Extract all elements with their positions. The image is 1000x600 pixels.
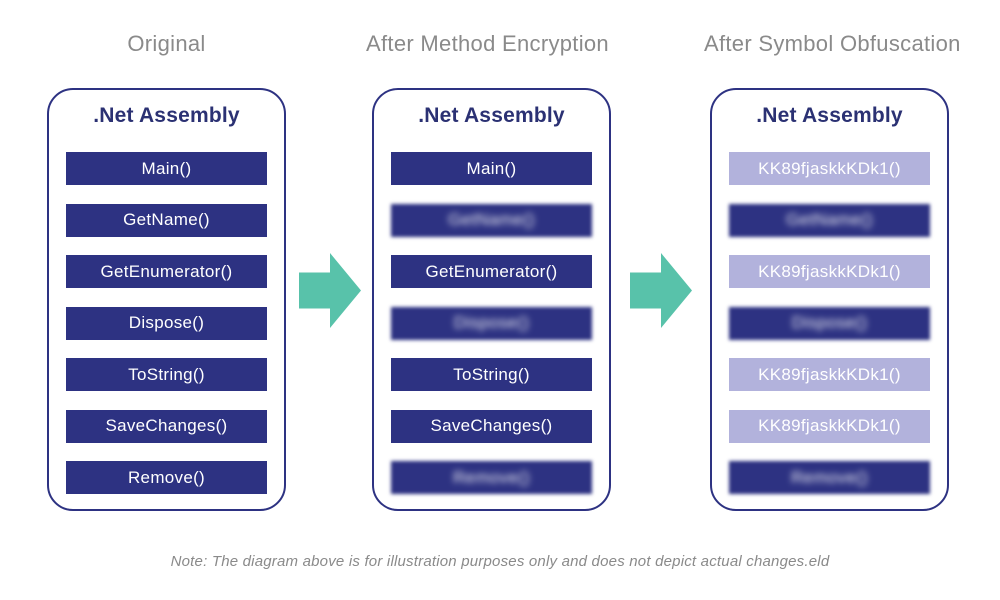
method-button: Remove(): [729, 461, 930, 494]
column-method-encryption: After Method Encryption .Net Assembly Ma…: [366, 30, 611, 511]
assembly-card-original: .Net Assembly Main() GetName() GetEnumer…: [47, 88, 286, 511]
method-label: KK89fjaskkKDk1(): [758, 158, 901, 178]
method-label: GetName(): [123, 210, 210, 229]
disclaimer-note: Note: The diagram above is for illustrat…: [170, 553, 830, 570]
method-label: ToString(): [128, 364, 205, 384]
method-button: Dispose(): [729, 306, 930, 340]
method-label: Dispose(): [453, 313, 530, 332]
method-label: SaveChanges(): [105, 416, 228, 435]
method-button: Main(): [66, 152, 267, 185]
method-button: GetName(): [391, 203, 592, 237]
method-label: GetEnumerator(): [100, 261, 233, 281]
method-label: Remove(): [790, 467, 869, 487]
card-title: .Net Assembly: [418, 104, 565, 127]
method-list: Main() GetName() GetEnumerator() Dispose…: [49, 152, 284, 494]
column-original: Original .Net Assembly Main() GetName() …: [47, 30, 286, 511]
card-title: .Net Assembly: [756, 104, 903, 127]
method-label: SaveChanges(): [430, 416, 553, 435]
method-button: ToString(): [66, 358, 267, 391]
method-label: Remove(): [127, 467, 206, 487]
method-button: GetEnumerator(): [66, 255, 267, 288]
column-header-symbol-obfuscation: After Symbol Obfuscation: [704, 31, 961, 56]
method-label: Remove(): [452, 467, 531, 487]
method-button: GetEnumerator(): [391, 255, 592, 288]
method-label: Main(): [141, 158, 192, 178]
column-header-original: Original: [127, 31, 206, 56]
method-button: Dispose(): [391, 306, 592, 340]
method-button: KK89fjaskkKDk1(): [729, 152, 930, 185]
method-button: SaveChanges(): [391, 409, 592, 443]
method-label: GetName(): [786, 210, 873, 229]
column-symbol-obfuscation: After Symbol Obfuscation .Net Assembly K…: [704, 30, 960, 511]
method-button: SaveChanges(): [66, 409, 267, 443]
method-label: KK89fjaskkKDk1(): [758, 416, 901, 435]
column-header-method-encryption: After Method Encryption: [366, 31, 609, 56]
method-button: GetName(): [66, 203, 267, 237]
method-button: Main(): [391, 152, 592, 185]
card-title: .Net Assembly: [93, 104, 240, 127]
method-label: GetEnumerator(): [425, 261, 558, 281]
method-list: Main() GetName() GetEnumerator() Dispose…: [374, 152, 609, 494]
method-button: KK89fjaskkKDk1(): [729, 358, 930, 391]
method-label: Dispose(): [791, 313, 868, 332]
method-label: Dispose(): [128, 313, 205, 332]
method-button: Remove(): [391, 461, 592, 494]
method-button: KK89fjaskkKDk1(): [729, 409, 930, 443]
method-label: GetName(): [448, 210, 535, 229]
arrow-right-icon: [630, 253, 692, 328]
method-label: ToString(): [453, 364, 530, 384]
arrow-right-icon: [299, 253, 361, 328]
method-label: Main(): [466, 158, 517, 178]
method-label: KK89fjaskkKDk1(): [758, 261, 901, 281]
method-label: KK89fjaskkKDk1(): [758, 364, 901, 384]
method-button: Dispose(): [66, 306, 267, 340]
method-button: KK89fjaskkKDk1(): [729, 255, 930, 288]
assembly-card-method-encryption: .Net Assembly Main() GetName() GetEnumer…: [372, 88, 611, 511]
assembly-card-symbol-obfuscation: .Net Assembly KK89fjaskkKDk1() GetName()…: [710, 88, 949, 511]
method-button: ToString(): [391, 358, 592, 391]
method-button: Remove(): [66, 461, 267, 494]
method-list: KK89fjaskkKDk1() GetName() KK89fjaskkKDk…: [712, 152, 947, 494]
method-button: GetName(): [729, 203, 930, 237]
